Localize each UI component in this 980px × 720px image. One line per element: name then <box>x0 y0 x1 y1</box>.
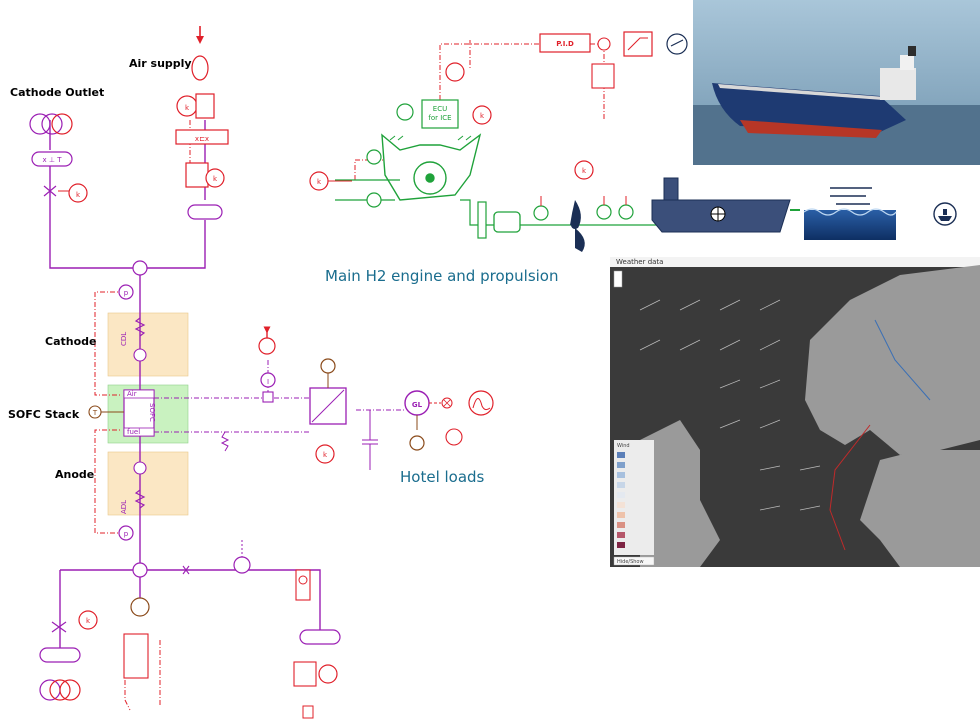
svg-text:k: k <box>213 175 218 183</box>
svg-text:k: k <box>185 104 190 112</box>
cathode-region <box>107 312 189 377</box>
sofc-label: SOFC <box>148 403 156 422</box>
cdl-label: CDL <box>120 332 128 346</box>
sofc-flowsheet: x ⊥ T k k x⊏x k p CDL <box>8 26 341 719</box>
svg-text:k: k <box>323 451 328 459</box>
hull-schematic <box>651 177 897 240</box>
svg-text:k: k <box>76 191 81 199</box>
svg-text:x⊏x: x⊏x <box>195 135 209 143</box>
map-uk <box>640 420 720 567</box>
svg-text:k: k <box>582 167 587 175</box>
adl-block: ADL <box>120 461 147 514</box>
air-port-label: Air <box>127 390 137 398</box>
label-cathode-outlet: Cathode Outlet <box>10 86 104 99</box>
ecu-block <box>421 99 459 129</box>
svg-text:p: p <box>124 530 129 538</box>
engine-propulsion: P.I.D ECU for ICE k k <box>309 31 957 285</box>
cathode-mixer <box>132 260 148 276</box>
label-sofc-stack: SOFC Stack <box>8 408 80 421</box>
pid-controller <box>539 33 591 53</box>
label-cathode: Cathode <box>45 335 96 348</box>
hide-show-label: Hide/Show <box>617 559 644 565</box>
weather-panel-title: Weather data <box>616 258 663 266</box>
h2-engine <box>381 133 482 201</box>
electrical-network: I k GL Hotel loads <box>154 326 494 486</box>
label-air-supply: Air supply <box>129 57 192 70</box>
svg-text:for ICE: for ICE <box>428 114 451 122</box>
anode-region <box>107 451 189 516</box>
ship-photo <box>693 0 980 165</box>
svg-text:x ⊥ T: x ⊥ T <box>43 156 63 164</box>
svg-text:k: k <box>317 178 322 186</box>
cdl-block: CDL <box>120 317 147 362</box>
svg-text:I: I <box>267 378 269 386</box>
map-norway <box>805 265 980 455</box>
weather-map-panel: Weather data Wind H <box>610 257 980 567</box>
adl-label: ADL <box>120 500 128 514</box>
label-anode: Anode <box>55 468 94 481</box>
anode-outlet-group: k <box>39 540 341 719</box>
gl-label: GL <box>412 401 423 409</box>
svg-text:k: k <box>86 617 91 625</box>
caption-hotel-loads: Hotel loads <box>400 468 485 486</box>
air-supply-group: k x⊏x k <box>175 26 229 220</box>
map-sweden-denmark <box>860 450 980 567</box>
cathode-outlet-group: x ⊥ T k <box>29 113 88 203</box>
caption-main-engine: Main H2 engine and propulsion <box>325 267 558 285</box>
svg-text:k: k <box>480 112 485 120</box>
hide-show-toggle[interactable] <box>613 556 655 566</box>
propeller <box>570 200 585 252</box>
sofc-stack-block: Air fuel SOFC <box>123 389 156 437</box>
fuel-port-label: fuel <box>127 428 140 436</box>
wind-legend-title: Wind <box>617 443 630 449</box>
pid-label: P.I.D <box>556 40 574 48</box>
map-zoom-control[interactable] <box>613 270 623 288</box>
svg-text:p: p <box>124 289 129 297</box>
svg-text:T: T <box>92 409 98 417</box>
svg-text:ECU: ECU <box>433 105 447 113</box>
